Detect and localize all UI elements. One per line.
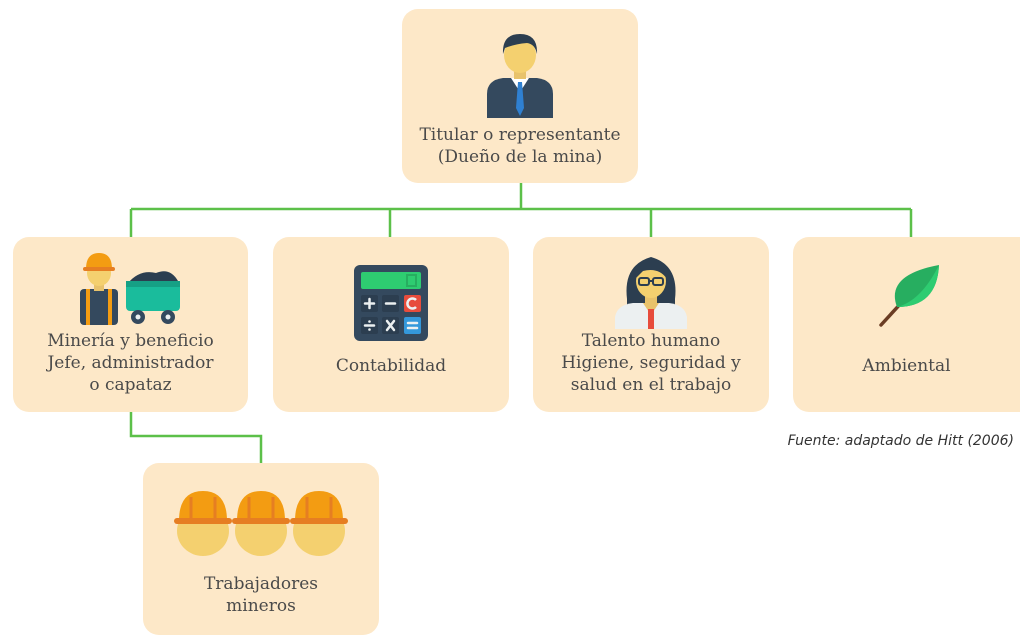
node-environment: Ambiental <box>793 237 1020 412</box>
mining-label: Minería y beneficio Jefe, administrador … <box>13 330 248 396</box>
workers-label-line-2: mineros <box>226 596 296 616</box>
node-hr: Talento humano Higiene, seguridad y salu… <box>533 237 769 412</box>
leaf-icon <box>879 265 939 327</box>
mining-label-line-3: o capataz <box>89 375 172 395</box>
businessman-icon <box>487 34 553 118</box>
accounting-label: Contabilidad <box>273 355 509 377</box>
hard-hat-head-1 <box>174 491 232 556</box>
hr-label: Talento humano Higiene, seguridad y salu… <box>533 330 769 396</box>
owner-label: Titular o representante (Dueño de la min… <box>402 124 638 168</box>
workers-label-line-1: Trabajadores <box>203 574 319 594</box>
calculator-icon <box>354 265 428 341</box>
owner-label-line-1: Titular o representante <box>419 125 621 145</box>
mining-label-line-2: Jefe, administrador <box>47 353 214 373</box>
hr-label-line-1: Talento humano <box>581 331 721 351</box>
hard-hat-head-2 <box>232 491 290 556</box>
accounting-label-line-1: Contabilidad <box>335 356 447 376</box>
hr-label-line-2: Higiene, seguridad y <box>561 353 741 373</box>
node-workers: Trabajadores mineros <box>143 463 379 635</box>
owner-label-line-2: (Dueño de la mina) <box>437 147 603 167</box>
miner-with-ore-cart-icon <box>80 253 180 325</box>
hr-label-line-3: salud en el trabajo <box>570 375 732 395</box>
connector-mining-to-workers <box>129 411 263 463</box>
node-mining: Minería y beneficio Jefe, administrador … <box>13 237 248 412</box>
hard-hat-head-3 <box>290 491 348 556</box>
workers-label: Trabajadores mineros <box>143 573 379 617</box>
environment-label-line-1: Ambiental <box>862 356 951 376</box>
node-owner: Titular o representante (Dueño de la min… <box>402 9 638 183</box>
mining-label-line-1: Minería y beneficio <box>47 331 214 351</box>
environment-label: Ambiental <box>793 355 1020 377</box>
node-accounting: Contabilidad <box>273 237 509 412</box>
woman-with-glasses-icon <box>615 257 687 329</box>
source-caption: Fuente: adaptado de Hitt (2006) <box>787 433 1014 449</box>
three-hard-hats-icon <box>174 491 348 556</box>
